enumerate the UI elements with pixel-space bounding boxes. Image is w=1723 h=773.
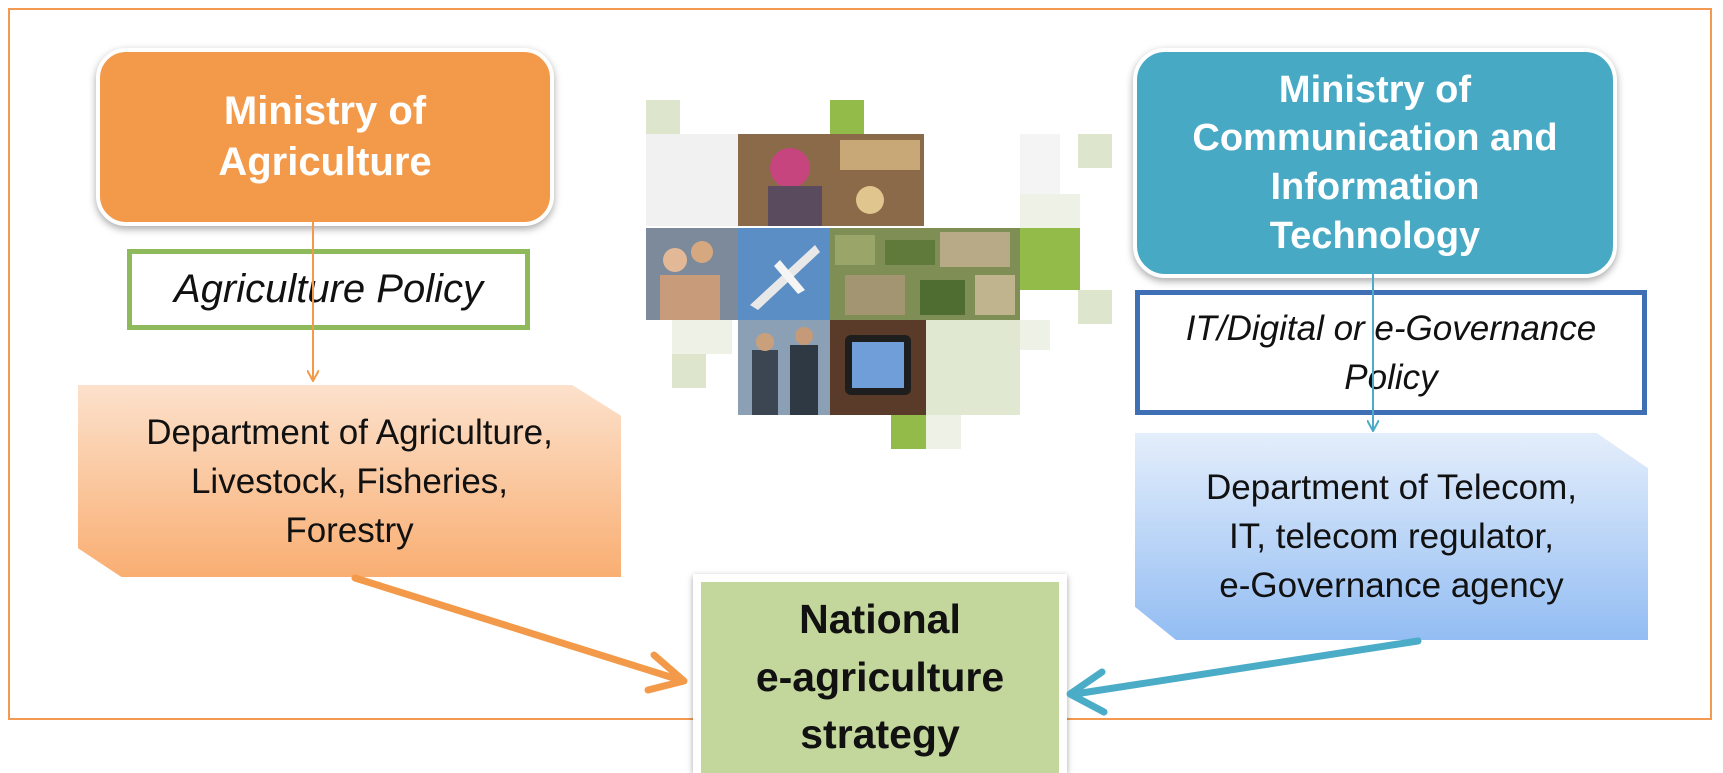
dept-it-line3: e-Governance agency: [1219, 566, 1564, 605]
dept-agriculture-line2: Livestock, Fisheries,: [190, 461, 509, 501]
ministry-agriculture-line2: Agriculture: [218, 140, 432, 184]
dept-it-line2: IT, telecom regulator,: [1229, 517, 1554, 556]
mosaic-tile: [1020, 320, 1050, 350]
mosaic-tile: [646, 100, 680, 134]
it-policy-line2: Policy: [1344, 357, 1438, 397]
ministry-it-line4: Technology: [1269, 214, 1481, 257]
ministry-it-box: Ministry of Communication and Informatio…: [1133, 48, 1617, 278]
it-policy-box: IT/Digital or e-Governance Policy: [1135, 290, 1647, 415]
mosaic-tile: [1020, 194, 1080, 228]
mosaic-tile: [1020, 228, 1080, 290]
ministry-it-line2: Communication and: [1192, 117, 1558, 160]
mosaic-tile: [830, 100, 864, 134]
mosaic-tile: [1078, 134, 1112, 168]
dept-it-line1: Department of Telecom,: [1206, 468, 1577, 507]
dept-agriculture-line3: Forestry: [285, 510, 414, 550]
mosaic-tile: [672, 320, 732, 354]
ministry-it-line1: Ministry of: [1278, 68, 1472, 111]
photo-mosaic: [646, 100, 1112, 449]
photo-tablet: [830, 320, 926, 415]
ministry-agriculture-box: Ministry of Agriculture: [96, 48, 554, 226]
photo-drone: [738, 228, 830, 320]
photo-market-vendor: [738, 134, 924, 226]
strategy-line3: strategy: [800, 711, 960, 758]
agriculture-policy-box: Agriculture Policy: [127, 249, 530, 330]
photo-people-group: [646, 228, 738, 320]
mosaic-tile: [1020, 134, 1060, 194]
photo-men-phone: [738, 320, 830, 415]
dept-agriculture-line1: Department of Agriculture,: [146, 412, 553, 452]
it-policy-line1: IT/Digital or e-Governance: [1185, 308, 1597, 348]
strategy-line2: e-agriculture: [755, 653, 1005, 700]
ministry-it-line3: Information: [1270, 166, 1480, 208]
agriculture-policy-label: Agriculture Policy: [173, 267, 483, 311]
mosaic-tile: [926, 320, 1020, 415]
photo-aerial-fields: [830, 228, 1020, 320]
mosaic-tile: [1078, 290, 1112, 324]
national-strategy-box: National e-agriculture strategy: [701, 582, 1059, 773]
department-agriculture-box: Department of Agriculture, Livestock, Fi…: [78, 385, 621, 577]
strategy-line1: National: [799, 596, 961, 643]
mosaic-tile: [672, 354, 706, 388]
mosaic-tile: [926, 415, 961, 449]
ministry-agriculture-line1: Ministry of: [223, 88, 427, 133]
mosaic-tile: [891, 415, 926, 449]
department-telecom-box: Department of Telecom, IT, telecom regul…: [1135, 433, 1648, 640]
